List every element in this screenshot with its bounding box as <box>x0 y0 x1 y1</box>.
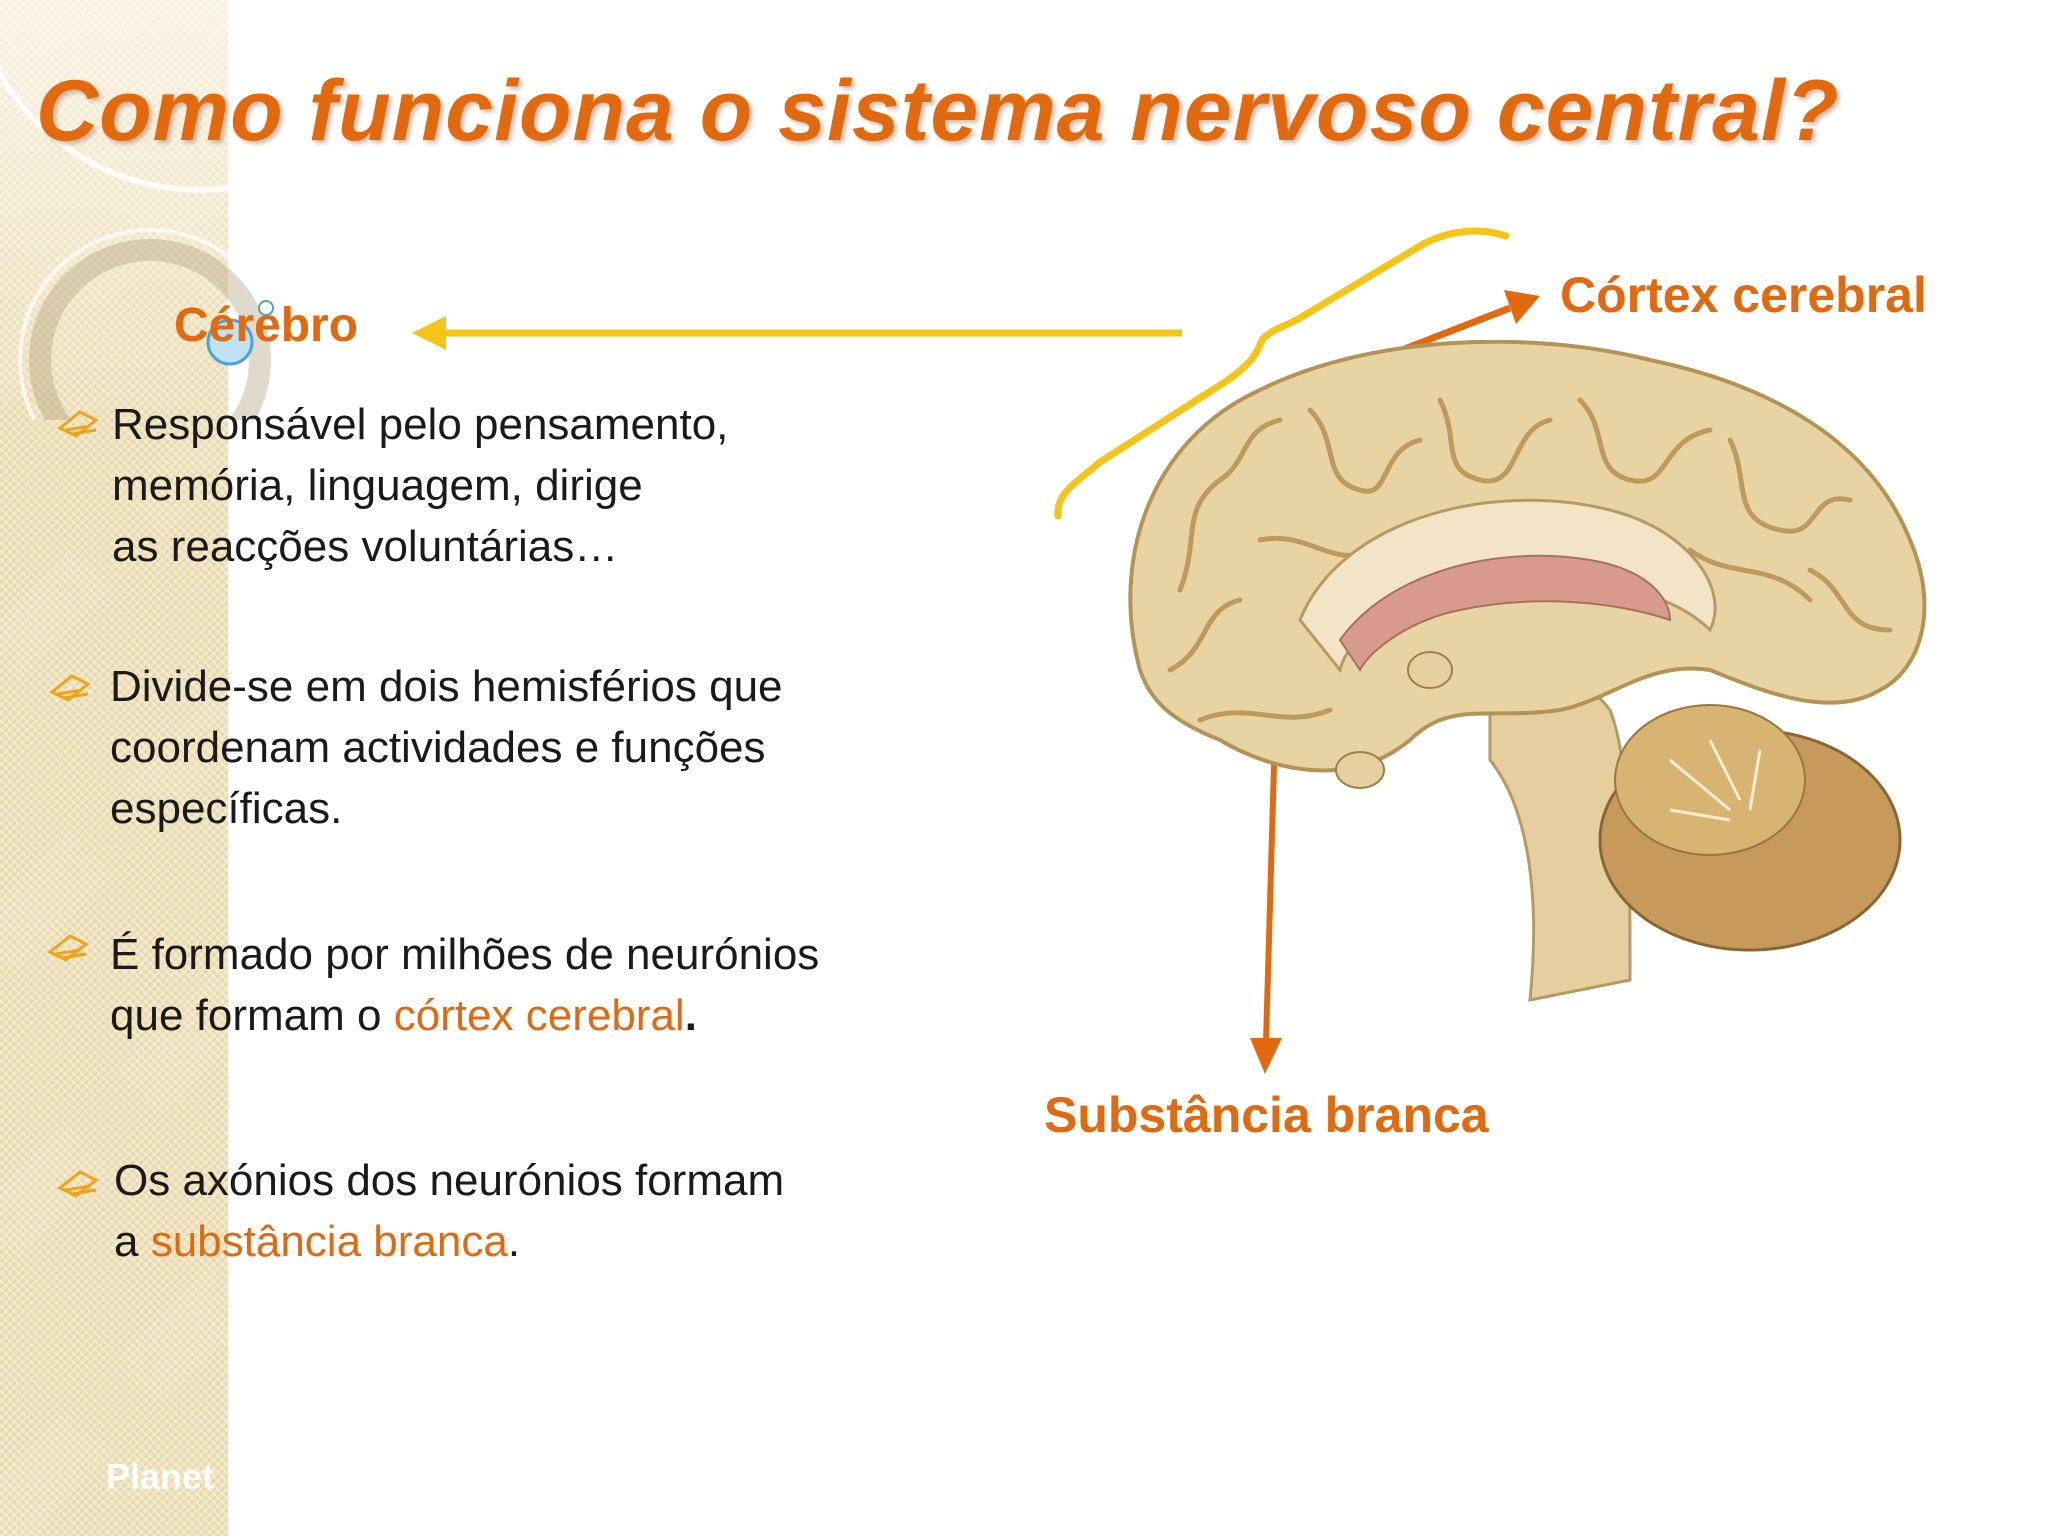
bullet-line: É formado por milhões de neurónios <box>110 930 820 979</box>
bubble-icon <box>206 318 254 366</box>
bullet-item: Responsável pelo pensamento, memória, li… <box>57 394 729 577</box>
bullet-item: Os axónios dos neurónios formam a substâ… <box>57 1150 785 1272</box>
decorative-circles <box>0 15 420 420</box>
writing-hand-icon <box>57 410 99 438</box>
bullet-line: Os axónios dos neurónios formam <box>114 1156 785 1205</box>
bullet-item: Divide-se em dois hemisférios que coorde… <box>49 656 783 839</box>
bullet-period: . <box>507 1217 521 1266</box>
bullet-text: a <box>114 1217 151 1266</box>
writing-hand-icon <box>47 934 89 962</box>
cortex-brace <box>1054 227 1510 520</box>
bullet-line: coordenam actividades e funções <box>110 723 766 772</box>
bullet-line: Divide-se em dois hemisférios que <box>110 662 783 711</box>
bullet-item: É formado por milhões de neurónios que f… <box>47 924 820 1046</box>
slide-title: Como funciona o sistema nervoso central? <box>36 63 1840 159</box>
bullet-period: . <box>684 991 697 1040</box>
bullet-line: que formam o córtex cerebral. <box>110 985 819 1046</box>
writing-hand-icon <box>49 674 91 702</box>
writing-hand-icon <box>57 1170 99 1198</box>
bullet-line: as reacções voluntárias… <box>112 522 619 571</box>
substancia-highlight: substância branca <box>150 1217 508 1266</box>
substancia-label: Substância branca <box>1044 1087 1489 1143</box>
cerebro-label: Cérebro <box>174 299 359 352</box>
brain-illustration <box>1128 340 1927 1002</box>
bullet-line: Responsável pelo pensamento, <box>112 400 729 449</box>
bullet-line: a substância branca. <box>114 1211 784 1272</box>
bullet-line: memória, linguagem, dirige <box>112 461 643 510</box>
cortex-highlight: córtex cerebral <box>393 991 685 1040</box>
bullet-line: específicas. <box>110 784 343 833</box>
bullet-text: que formam o <box>110 991 394 1040</box>
footer-text: Planet <box>106 1456 215 1497</box>
cortex-label: Córtex cerebral <box>1560 267 1927 323</box>
